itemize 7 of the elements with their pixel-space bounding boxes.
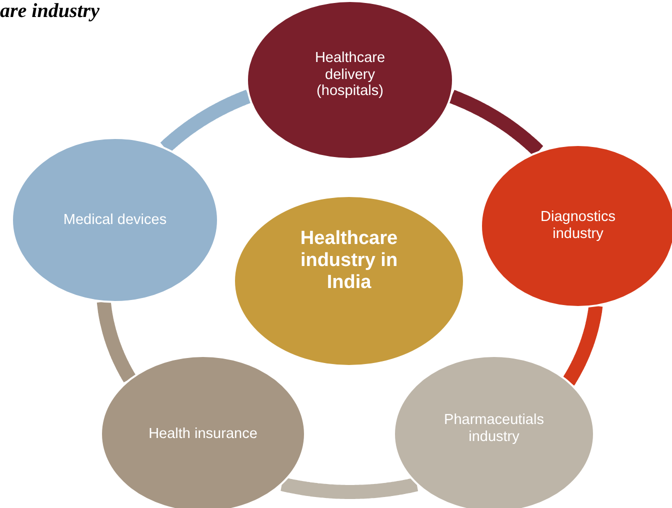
heading: are industry (0, 0, 100, 22)
node-label: Diagnostics industry (540, 209, 616, 243)
node-label: Healthcare delivery (hospitals) (314, 50, 386, 100)
node-label: Health insurance (148, 426, 258, 442)
node-label: Pharmaceutials industry (443, 412, 545, 446)
center-label: Healthcare industry in India (299, 228, 399, 294)
node-label: Medical devices (63, 212, 167, 228)
